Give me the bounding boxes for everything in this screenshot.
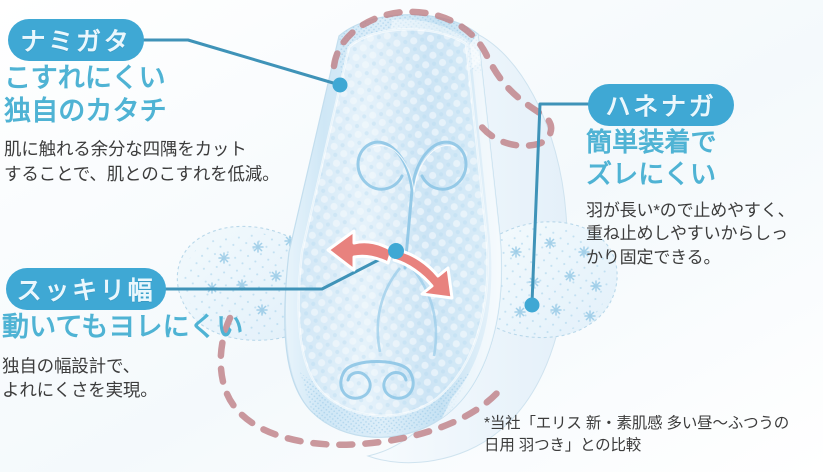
callout-hanenaga-body: 羽が長い*ので止めやすく、 重ね止めしやすいからしっ かり固定できる。 [586,199,795,269]
pad-centre-channel [376,267,438,357]
callout-namigata: こすれにくい 独自のカタチ 肌に触れる余分な四隅をカット することで、肌とのこす… [4,62,280,186]
body-line: 肌に触れる余分な四隅をカット [4,139,247,160]
body-line: 重ね止めしやすいからしっ [586,224,788,244]
badge-namigata: ナミガタ [8,19,144,61]
headline-line: 動いてもヨレにくい [2,312,244,342]
headline-line: こすれにくい [4,63,166,93]
footnote: *当社「エリス 新・素肌感 多い昼〜ふつうの 日用 羽つき」との比較 [484,413,789,457]
badge-hanenaga: ハネナガ [588,84,734,126]
callout-hanenaga-headline: 簡単装着で ズレにくい [586,127,794,191]
wave-shape-dashed-outline-lower [217,314,502,448]
callout-hanenaga: 簡単装着で ズレにくい 羽が長い*ので止めやすく、 重ね止めしやすいからしっ か… [586,127,795,269]
pad-backing-sheet [366,27,568,464]
width-double-arrow [326,229,454,300]
wave-shape-dashed-outline [330,8,555,149]
headline-line: 独自のカタチ [4,96,167,127]
pad-embossed-heart-top [356,140,468,270]
footnote-line: *当社「エリス 新・素肌感 多い昼〜ふつうの [484,415,790,432]
body-line: よれにくさを実現。 [2,380,158,401]
pad-absorbent-core [297,28,489,417]
callout-sukkiri-body: 独自の幅設計で、 よれにくさを実現。 [2,354,244,402]
leader-line-hanenaga [524,102,590,313]
callout-sukkiri-haba: 動いてもヨレにくい 独自の幅設計で、 よれにくさを実現。 [2,311,244,402]
body-line: かり固定できる。 [586,247,721,267]
body-line: することで、肌とのこすれを低減。 [4,163,280,184]
badge-sukkiri-haba: スッキリ幅 [6,268,166,310]
footnote-line: 日用 羽つき」との比較 [484,437,642,454]
wing-flower-motifs [206,235,302,316]
callout-sukkiri-headline: 動いてもヨレにくい [2,311,244,344]
body-line: 独自の幅設計で、 [2,356,140,377]
headline-line: ズレにくい [586,158,717,189]
leader-line-sukkiri [162,249,398,291]
pad-body [284,14,503,438]
callout-namigata-headline: こすれにくい 独自のカタチ [4,62,279,128]
headline-line: 簡単装着で [586,127,717,157]
callout-namigata-body: 肌に触れる余分な四隅をカット することで、肌とのこすれを低減。 [4,137,280,185]
pad-embossed-swirl-bottom [339,360,415,400]
body-line: 羽が長い*ので止めやすく、 [586,200,795,220]
